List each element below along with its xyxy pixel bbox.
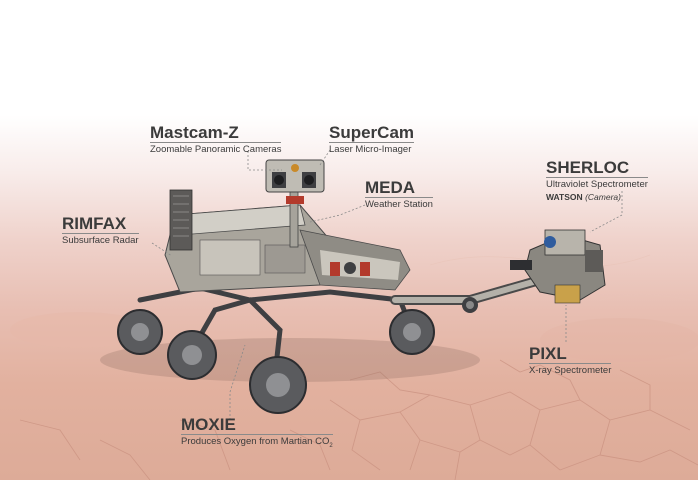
- watson-description: (Camera): [585, 192, 621, 202]
- pixl-description: X-ray Spectrometer: [529, 363, 612, 376]
- wheel-front-left: [249, 356, 307, 414]
- leader-supercam: [319, 149, 331, 166]
- moxie-name: MOXIE: [181, 415, 236, 434]
- rimfax-description: Subsurface Radar: [62, 233, 139, 246]
- mastcam-z-name: Mastcam-Z: [150, 123, 239, 142]
- moxie-description-line: Produces Oxygen from Martian CO2: [181, 434, 333, 452]
- pixl-name: PIXL: [529, 344, 567, 363]
- watson-camera-note: WATSON (Camera): [546, 191, 648, 203]
- wheel-rear-left: [117, 309, 163, 355]
- meda-name: MEDA: [365, 178, 416, 197]
- label-rimfax: RIMFAX Subsurface Radar: [62, 214, 139, 247]
- robotic-arm: [390, 275, 545, 313]
- mmrtg-power-source: [169, 189, 193, 251]
- moxie-description: Produces Oxygen from Martian CO: [181, 436, 330, 447]
- leader-mastcam: [247, 151, 282, 171]
- leader-moxie: [229, 344, 246, 420]
- rimfax-name: RIMFAX: [62, 214, 127, 233]
- mastcam-z-description: Zoomable Panoramic Cameras: [150, 142, 282, 155]
- wheels: [117, 309, 435, 414]
- arm-turret: [510, 229, 606, 304]
- label-sherloc: SHERLOC Ultraviolet Spectrometer WATSON …: [546, 158, 648, 203]
- leader-rimfax: [151, 242, 173, 257]
- label-pixl: PIXL X-ray Spectrometer: [529, 344, 612, 377]
- label-mastcam-z: Mastcam-Z Zoomable Panoramic Cameras: [150, 123, 282, 156]
- sherloc-description: Ultraviolet Spectrometer: [546, 177, 648, 190]
- label-moxie: MOXIE Produces Oxygen from Martian CO2: [181, 415, 333, 452]
- rover-body: [164, 204, 411, 293]
- moxie-co2-subscript: 2: [329, 442, 333, 449]
- wheel-front-right: [389, 309, 435, 355]
- label-meda: MEDA Weather Station: [365, 178, 433, 211]
- remote-sensing-mast: [265, 159, 325, 248]
- sherloc-name: SHERLOC: [546, 158, 630, 177]
- leader-sherloc: [589, 191, 623, 233]
- watson-name: WATSON: [546, 192, 583, 202]
- meda-description: Weather Station: [365, 197, 433, 210]
- label-supercam: SuperCam Laser Micro-Imager: [329, 123, 415, 156]
- supercam-name: SuperCam: [329, 123, 415, 142]
- wheel-middle-left: [167, 330, 217, 380]
- supercam-description: Laser Micro-Imager: [329, 142, 415, 156]
- leader-meda: [309, 204, 366, 223]
